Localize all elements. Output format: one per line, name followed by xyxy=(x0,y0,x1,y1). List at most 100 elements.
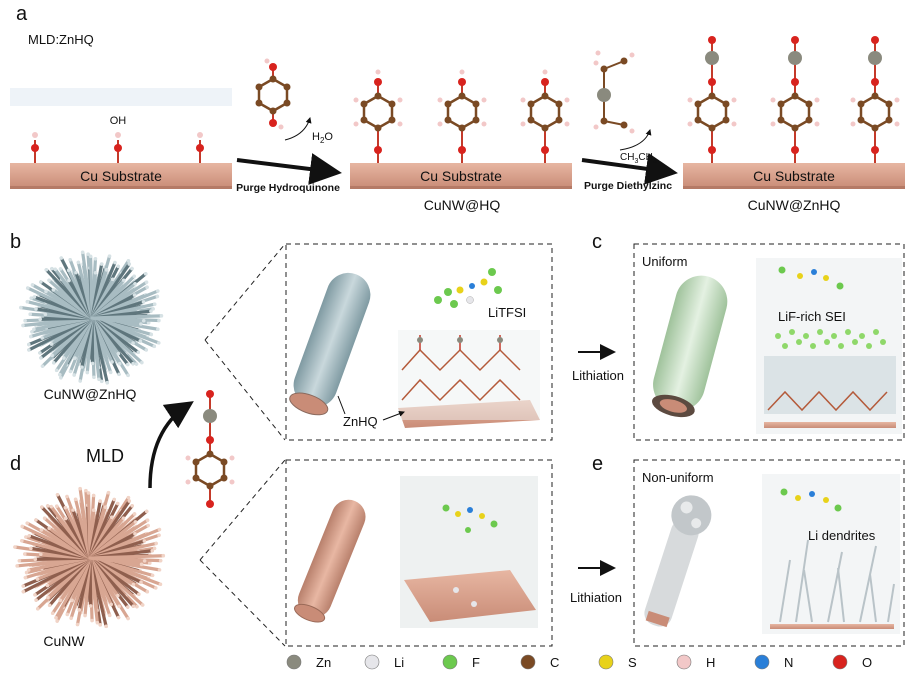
litfsi-molecule xyxy=(434,268,502,308)
nanowire-spike xyxy=(88,556,147,563)
nanowire-tip xyxy=(50,266,54,271)
nanowire-tip xyxy=(98,499,102,503)
nanowire-tip xyxy=(27,534,32,538)
nanowire-tip xyxy=(142,539,147,543)
nanowire-tip xyxy=(127,262,132,266)
nanowire-tip xyxy=(131,604,136,609)
znhq-monomer xyxy=(185,390,235,508)
nanowire-tip xyxy=(146,523,150,528)
nanowire-tip xyxy=(49,342,54,346)
nanowire-tip xyxy=(155,289,160,293)
nanowire-tip xyxy=(24,570,29,575)
nanowire-tip xyxy=(150,548,155,553)
legend-swatch-s xyxy=(598,654,614,670)
nanowire-tip xyxy=(140,360,144,365)
nanowire-tip xyxy=(130,504,134,508)
nanowire-tip xyxy=(72,373,76,377)
nanowire-tip xyxy=(13,545,17,549)
nanowire-tip xyxy=(113,260,117,265)
nanowire-tip xyxy=(54,504,59,509)
nanowire-tip xyxy=(97,377,101,382)
legend-label-li: Li xyxy=(394,655,404,670)
nanowire-tip xyxy=(40,505,44,509)
nanowire-tip xyxy=(62,356,66,360)
nanowire-tip xyxy=(86,491,91,495)
nanowire-tip xyxy=(59,375,63,380)
nanowire-tip xyxy=(73,356,77,360)
panel-a-title: MLD:ZnHQ xyxy=(28,32,94,47)
nanowire-tip xyxy=(108,370,113,375)
panel-c-title: Uniform xyxy=(642,254,688,269)
panel-label-d: d xyxy=(10,453,21,475)
legend-label-c: C xyxy=(550,655,559,670)
nanowire-tip xyxy=(105,380,110,385)
nanowire-tip xyxy=(17,559,22,563)
caption-cunw-znhq-a: CuNW@ZnHQ xyxy=(748,197,841,213)
znhq-coated-nanowire xyxy=(289,272,371,416)
nanowire-tip xyxy=(151,307,155,311)
nanowire-tip xyxy=(21,323,25,328)
nanowire-tip xyxy=(20,539,24,543)
step2-arrow xyxy=(581,152,678,185)
nanowire-tip xyxy=(45,504,50,508)
nanowire-tip xyxy=(45,583,50,588)
nanowire-tip xyxy=(139,580,143,585)
nanowire-tip xyxy=(126,259,131,263)
nanowire-tip xyxy=(74,270,78,275)
nanowire-tip xyxy=(54,615,58,620)
nanowire-tip xyxy=(47,603,52,608)
nanowire-tip xyxy=(126,495,131,500)
mld-arrow xyxy=(148,401,194,489)
nanowire-tip xyxy=(144,348,149,352)
nanowire-tip xyxy=(104,268,109,272)
nanowire-tip xyxy=(21,589,26,594)
nanowire-tip xyxy=(35,577,40,581)
nanowire-tip xyxy=(53,267,58,272)
zoom-line-d-bottom xyxy=(199,559,286,647)
nanowire-tip xyxy=(26,568,31,572)
nanowire-tip xyxy=(93,256,98,261)
nanowire-tip xyxy=(58,598,63,603)
lithiation-label-bottom: Lithiation xyxy=(570,590,622,605)
zoom-box-b xyxy=(285,243,553,441)
legend-swatch-h xyxy=(676,654,692,670)
znhq-substrate-model xyxy=(398,330,540,428)
nanowire-tip xyxy=(25,521,30,525)
znhq-pointer-rod xyxy=(337,395,346,415)
nanowire-tip xyxy=(117,372,121,377)
nanowire-tip xyxy=(93,270,98,275)
nanowire-tip xyxy=(51,361,56,365)
nanowire-tip xyxy=(143,272,148,276)
nanowire-tip xyxy=(68,257,72,262)
nanowire-tip xyxy=(141,318,146,323)
nanowire-tip xyxy=(161,553,166,558)
nanowire-tip xyxy=(137,592,141,596)
legend-label-f: F xyxy=(472,655,480,670)
nanowire-tip xyxy=(38,351,42,355)
nanowire-tip xyxy=(126,373,130,378)
nanowire-tip xyxy=(99,262,104,266)
nanowire-tip xyxy=(63,516,68,521)
substrate-1: Cu Substrate xyxy=(10,163,232,189)
nanowire-tip xyxy=(77,608,82,612)
nanowire-tip xyxy=(132,293,137,297)
litfsi-label: LiTFSI xyxy=(488,305,526,320)
nanowire-tip xyxy=(110,277,115,282)
nanowire-tip xyxy=(133,520,138,524)
nanowire-tip xyxy=(59,256,64,260)
nanowire-tip xyxy=(55,619,59,623)
nanowire-tip xyxy=(154,541,158,546)
nanowire-tip xyxy=(116,615,121,620)
nanowire-tip xyxy=(47,278,51,283)
caption-cunw-hq: CuNW@HQ xyxy=(424,197,501,213)
nanowire-tip xyxy=(133,532,137,536)
nanowire-tip xyxy=(103,505,108,509)
sei-label: LiF-rich SEI xyxy=(778,309,846,324)
nanowire-tip xyxy=(145,285,149,290)
bare-cu-substrate-model xyxy=(400,476,538,628)
nanowire-tip xyxy=(145,518,150,523)
substrate-label-1: Cu Substrate xyxy=(80,168,162,184)
nanowire-tip xyxy=(121,516,126,520)
nanowire-tip xyxy=(156,341,161,345)
